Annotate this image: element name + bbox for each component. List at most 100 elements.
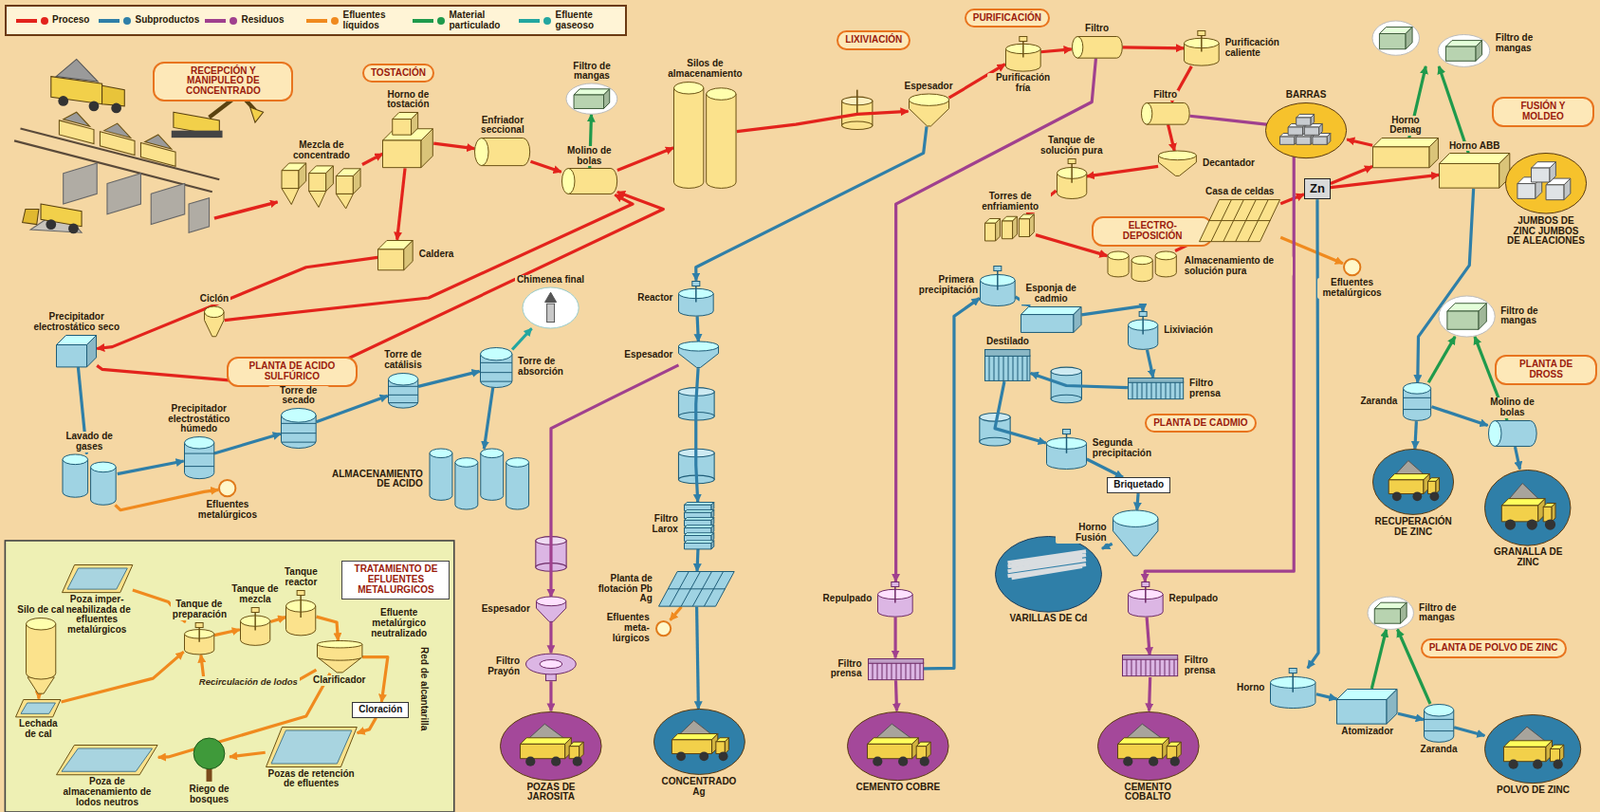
tower-icon <box>479 361 512 363</box>
flow-connector <box>1316 694 1338 699</box>
tank-icon <box>1056 158 1087 200</box>
flow-connector <box>1330 166 1373 184</box>
press-icon <box>1127 382 1183 400</box>
leaching-tank <box>842 121 873 130</box>
bars-icon <box>1310 113 1315 126</box>
equipment-unit: Filtro <box>1140 102 1191 126</box>
hopper-icon <box>326 165 334 192</box>
rods-icon <box>1008 554 1086 567</box>
pond-icon <box>271 730 352 764</box>
product-icon <box>1392 492 1402 502</box>
pond-icon <box>67 568 128 589</box>
press-icon <box>867 658 923 680</box>
silos-icon <box>674 88 704 189</box>
drum-icon <box>183 437 214 450</box>
equipment-unit: Mezcla de concentrado <box>280 163 363 209</box>
tank-icon <box>1019 36 1028 41</box>
cells-icon <box>1198 199 1281 242</box>
rail-wagons <box>99 131 135 156</box>
flow-connector <box>96 257 378 349</box>
effluent-panel <box>4 540 454 812</box>
tower-icon <box>280 441 316 443</box>
press-icon <box>1155 659 1157 677</box>
cyl-icon <box>475 138 490 166</box>
equipment-label: Filtro de mangas <box>1416 603 1478 625</box>
equipment-unit: GRANALLA DE ZINC <box>1484 469 1571 547</box>
equipment-unit: Torre de absorción <box>479 347 513 388</box>
equipment-unit: Precipitador electrostático seco <box>55 334 97 368</box>
drum-icon <box>183 437 214 479</box>
stackf-icon <box>683 502 714 550</box>
tanks-icon <box>1106 251 1178 282</box>
press-icon <box>881 662 883 680</box>
process-box: Zn <box>1304 178 1331 200</box>
product-icon <box>1373 449 1454 515</box>
pond-icon <box>16 698 61 717</box>
press-icon <box>1150 659 1152 677</box>
tank-icon <box>1046 428 1087 470</box>
box-icon <box>1020 306 1082 332</box>
pond-icon <box>61 564 132 592</box>
cyl-icon <box>561 168 574 195</box>
heading-text: RECEPCIÓN Y MANIPULEO DE CONCENTRADO <box>161 66 285 97</box>
equipment-unit: Poza de almacenamiento de lodos neutros <box>55 744 159 775</box>
product-icon <box>1430 492 1440 502</box>
equipment-label: Lechada de cal <box>11 718 65 740</box>
product-icon <box>653 708 746 775</box>
pond-icon <box>56 745 159 775</box>
product-icon <box>671 739 712 755</box>
bag2-icon <box>1372 20 1419 56</box>
drum-icon <box>183 436 215 479</box>
equipment-unit: Horno ABB <box>1438 152 1510 189</box>
flow-connector <box>357 717 377 734</box>
pond-icon <box>61 748 153 772</box>
press-icon <box>904 662 906 680</box>
tank-icon <box>239 606 270 645</box>
flow-connector <box>1102 543 1113 549</box>
product-icon <box>1502 505 1539 522</box>
equipment-label: Torre de secado <box>268 386 330 407</box>
press-icon <box>1012 355 1014 382</box>
box-icon <box>378 249 405 271</box>
flow-connector <box>270 617 286 623</box>
cone-icon <box>204 306 225 318</box>
tower-icon <box>280 422 316 424</box>
press-icon <box>1174 382 1176 400</box>
tank-icon <box>877 581 914 618</box>
tank-icon <box>979 265 1015 306</box>
tanks-icon <box>480 453 504 501</box>
tank-icon <box>1046 428 1086 469</box>
bag2-icon <box>1475 39 1483 61</box>
section-heading: PURIFICACIÓN <box>964 8 1050 29</box>
heading-text: Briquetado <box>1113 479 1164 491</box>
equipment-unit: POLVO DE ZINC <box>1484 714 1582 784</box>
product-icon <box>1504 740 1553 748</box>
equipment-label: Silo de cal <box>15 605 66 616</box>
tower-icon <box>387 372 419 409</box>
cyl-icon <box>1488 421 1537 447</box>
bars-icon <box>1319 123 1324 135</box>
furnace-icon <box>383 140 423 168</box>
bag2-icon <box>1372 20 1490 67</box>
cadmium-tanks <box>979 413 1011 423</box>
bag2-icon <box>1372 20 1490 67</box>
stackf-icon <box>683 501 715 548</box>
tower-icon <box>479 380 512 382</box>
front-loader <box>22 203 82 234</box>
flow-connector <box>1280 194 1305 204</box>
rods-icon <box>994 535 1102 612</box>
flow-connector <box>214 433 281 454</box>
press-icon <box>1136 659 1138 677</box>
product-icon <box>572 755 583 766</box>
bars-icon <box>1326 132 1331 145</box>
product-icon <box>1413 492 1423 502</box>
rods-icon <box>994 535 1103 613</box>
press-icon <box>1131 382 1133 400</box>
product-icon <box>1552 502 1557 521</box>
equipment-unit: Espesador <box>908 93 950 127</box>
cone-icon <box>908 93 949 106</box>
flow-connector <box>214 629 240 636</box>
tank-icon <box>1270 668 1316 709</box>
equipment-unit: Molino de bolas <box>1488 420 1538 447</box>
product-icon <box>867 736 920 744</box>
